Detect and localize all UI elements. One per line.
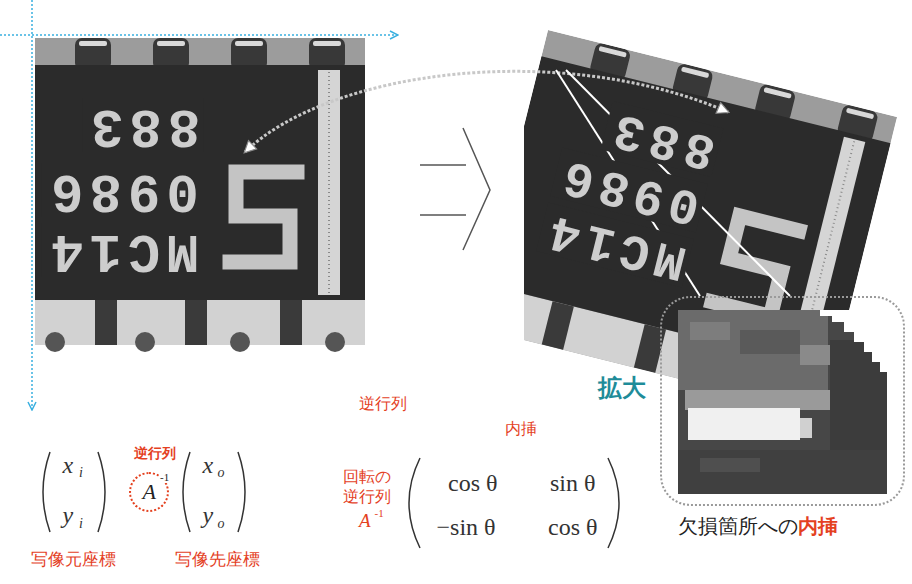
- matrix-caption: 回転の 逆行列: [341, 467, 394, 507]
- subscript: i: [79, 465, 83, 482]
- zoomed-pixels: [740, 330, 800, 354]
- zoomed-pixels: [690, 322, 730, 340]
- bracket: [608, 458, 619, 548]
- coordinate-caption: 写像先座標: [175, 549, 260, 569]
- ic-chip-photo: [157, 41, 185, 46]
- zoomed-pixels: [700, 458, 760, 472]
- rotated-chip-photo: [846, 108, 874, 120]
- zoom-label: 拡大: [598, 374, 646, 403]
- rotated-chip-photo: [598, 46, 626, 58]
- rotated-chip-photo: [763, 87, 791, 99]
- ic-chip-photo: [280, 300, 302, 345]
- vector-element: x: [63, 451, 74, 480]
- zoom-inset: 欠損箇所への内挿: [660, 296, 905, 506]
- zoomed-pixels: [678, 450, 887, 494]
- transform-arrow: [420, 128, 490, 250]
- rotated-chip-photo: [681, 67, 709, 79]
- subscript: i: [79, 516, 83, 533]
- vector-element: x: [203, 451, 214, 480]
- zoomed-pixels: [688, 408, 800, 440]
- inverse-matrix-circle: A-1: [129, 472, 169, 512]
- annotation: 逆行列: [359, 394, 407, 413]
- bracket: [43, 452, 619, 548]
- matrix-cell: cos θ: [448, 469, 498, 498]
- ic-chip-photo: [35, 38, 365, 345]
- x-axis: [0, 34, 398, 36]
- zoomed-pixels: [678, 310, 887, 494]
- inset-caption: 欠損箇所への: [678, 514, 798, 538]
- zoomed-pixels: [800, 345, 830, 365]
- coordinate-caption: 写像元座標: [31, 549, 116, 569]
- bracket: [409, 458, 420, 548]
- ic-chip-photo: [95, 300, 117, 345]
- ic-chip-photo: [325, 332, 345, 352]
- ic-chip-photo: [35, 65, 365, 300]
- subscript: o: [218, 465, 225, 482]
- bracket: [98, 452, 105, 532]
- zoomed-pixels: [800, 418, 812, 438]
- bracket: [238, 452, 245, 532]
- ic-chip-photo: [328, 72, 330, 293]
- ic-chip-photo: [45, 332, 65, 352]
- ic-chip-photo: [35, 300, 365, 345]
- ic-chip-photo: [135, 332, 155, 352]
- chip-marking: 0986: [42, 163, 202, 217]
- matrix-cell: cos θ: [548, 513, 598, 542]
- vector-element: y: [203, 501, 214, 530]
- zoomed-pixels: [685, 390, 835, 410]
- annotation: 逆行列: [134, 445, 176, 462]
- transform-arrow: [420, 214, 466, 216]
- matrix-cell: sin θ: [550, 469, 596, 498]
- matrix-symbol: A: [359, 510, 371, 533]
- y-axis: [31, 0, 33, 410]
- ic-chip-photo: [313, 41, 341, 46]
- ic-chip-photo: [79, 41, 107, 46]
- zoomed-pixels: [678, 310, 887, 494]
- ic-chip-photo: [235, 41, 263, 46]
- vector-element: y: [63, 501, 74, 530]
- transform-arrow: [463, 128, 490, 250]
- chip-marking: MC14: [42, 223, 202, 277]
- matrix-symbol: A: [143, 480, 156, 504]
- transform-arrow: [420, 164, 466, 166]
- ic-chip-photo: [230, 172, 297, 262]
- exponent: -1: [159, 471, 170, 483]
- subscript: o: [218, 516, 225, 533]
- bracket: [183, 452, 190, 532]
- chip-marking: 883: [82, 98, 203, 152]
- inset-caption-keyword: 内挿: [798, 514, 838, 538]
- ic-chip-photo: [185, 300, 207, 345]
- matrix-cell: −sin θ: [437, 513, 496, 542]
- ic-chip-photo: [230, 332, 250, 352]
- zoomed-pixels: [820, 310, 887, 372]
- exponent: -1: [375, 507, 384, 520]
- rotated-chip-photo: [542, 301, 574, 350]
- bracket: [43, 452, 50, 532]
- annotation: 内挿: [505, 419, 537, 438]
- ic-chip-photo: [35, 38, 365, 352]
